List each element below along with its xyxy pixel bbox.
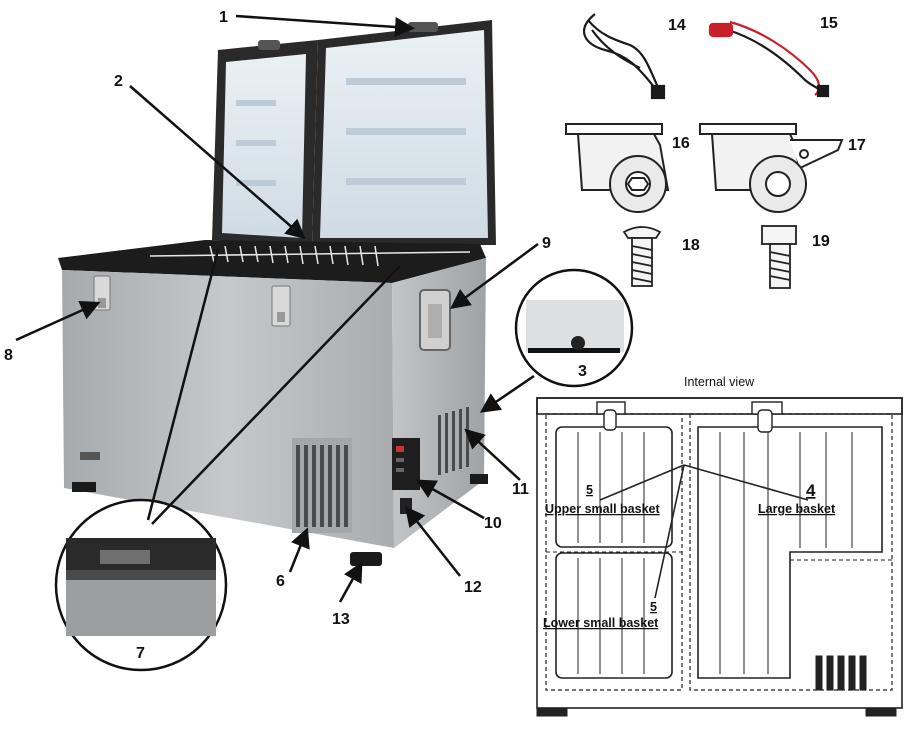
- internal-view-diagram: [536, 397, 903, 717]
- front-latch-center: [271, 285, 291, 327]
- callout-13: 13: [332, 611, 350, 628]
- callout-16: 16: [672, 135, 690, 152]
- upper-small-basket: [555, 426, 673, 548]
- front-vent: [292, 438, 352, 533]
- foot-left: [72, 482, 96, 492]
- mounting-bolt: [761, 225, 797, 289]
- right-lid: [312, 20, 496, 245]
- callout-19: 19: [812, 233, 830, 250]
- callout-10: 10: [484, 515, 502, 532]
- upper-basket-number: 5: [586, 483, 593, 497]
- callout-7: 7: [136, 645, 145, 662]
- basket-wires: [149, 245, 471, 267]
- lower-basket-label: Lower small basket: [543, 616, 659, 630]
- foot-front: [350, 552, 382, 566]
- side-handle: [419, 289, 451, 351]
- foot-right: [470, 474, 488, 484]
- large-basket-label: Large basket: [758, 502, 836, 516]
- callout-12: 12: [464, 579, 482, 596]
- callout-17: 17: [848, 137, 866, 154]
- inset-circle-3: [514, 268, 634, 388]
- callout-18: 18: [682, 237, 700, 254]
- callout-leaders: [15, 14, 539, 603]
- callout-8: 8: [4, 347, 13, 364]
- caster-wheel: [565, 123, 670, 213]
- large-basket-number: 4: [806, 481, 816, 500]
- mounting-screw: [622, 226, 662, 287]
- lower-basket-number: 5: [650, 600, 657, 614]
- callout-2: 2: [114, 73, 123, 90]
- callout-3: 3: [578, 363, 587, 380]
- caster-wheel-with-brake: [699, 123, 844, 213]
- callout-14: 14: [668, 17, 686, 34]
- large-basket: [697, 426, 883, 679]
- callout-1: 1: [219, 9, 228, 26]
- callout-9: 9: [542, 235, 551, 252]
- callout-numbers: 1 2 3 6 7 8 9 10 11 12 13 14 15 16 17 18…: [4, 9, 866, 662]
- dc-power-cord: [708, 20, 830, 98]
- brand-badge: [80, 452, 100, 460]
- ac-power-cord: [583, 13, 666, 100]
- internal-view-title: Internal view: [684, 375, 755, 389]
- callout-11: 11: [512, 481, 529, 498]
- fridge-illustration: [58, 20, 496, 566]
- internal-view-labels: Internal view 5 Upper small basket 4 Lar…: [543, 375, 836, 630]
- upper-basket-label: Upper small basket: [545, 502, 660, 516]
- lower-small-basket: [555, 552, 673, 679]
- callout-15: 15: [820, 15, 838, 32]
- left-lid: [212, 40, 318, 245]
- inset-circle-7: [54, 498, 228, 672]
- callout-6: 6: [276, 573, 285, 590]
